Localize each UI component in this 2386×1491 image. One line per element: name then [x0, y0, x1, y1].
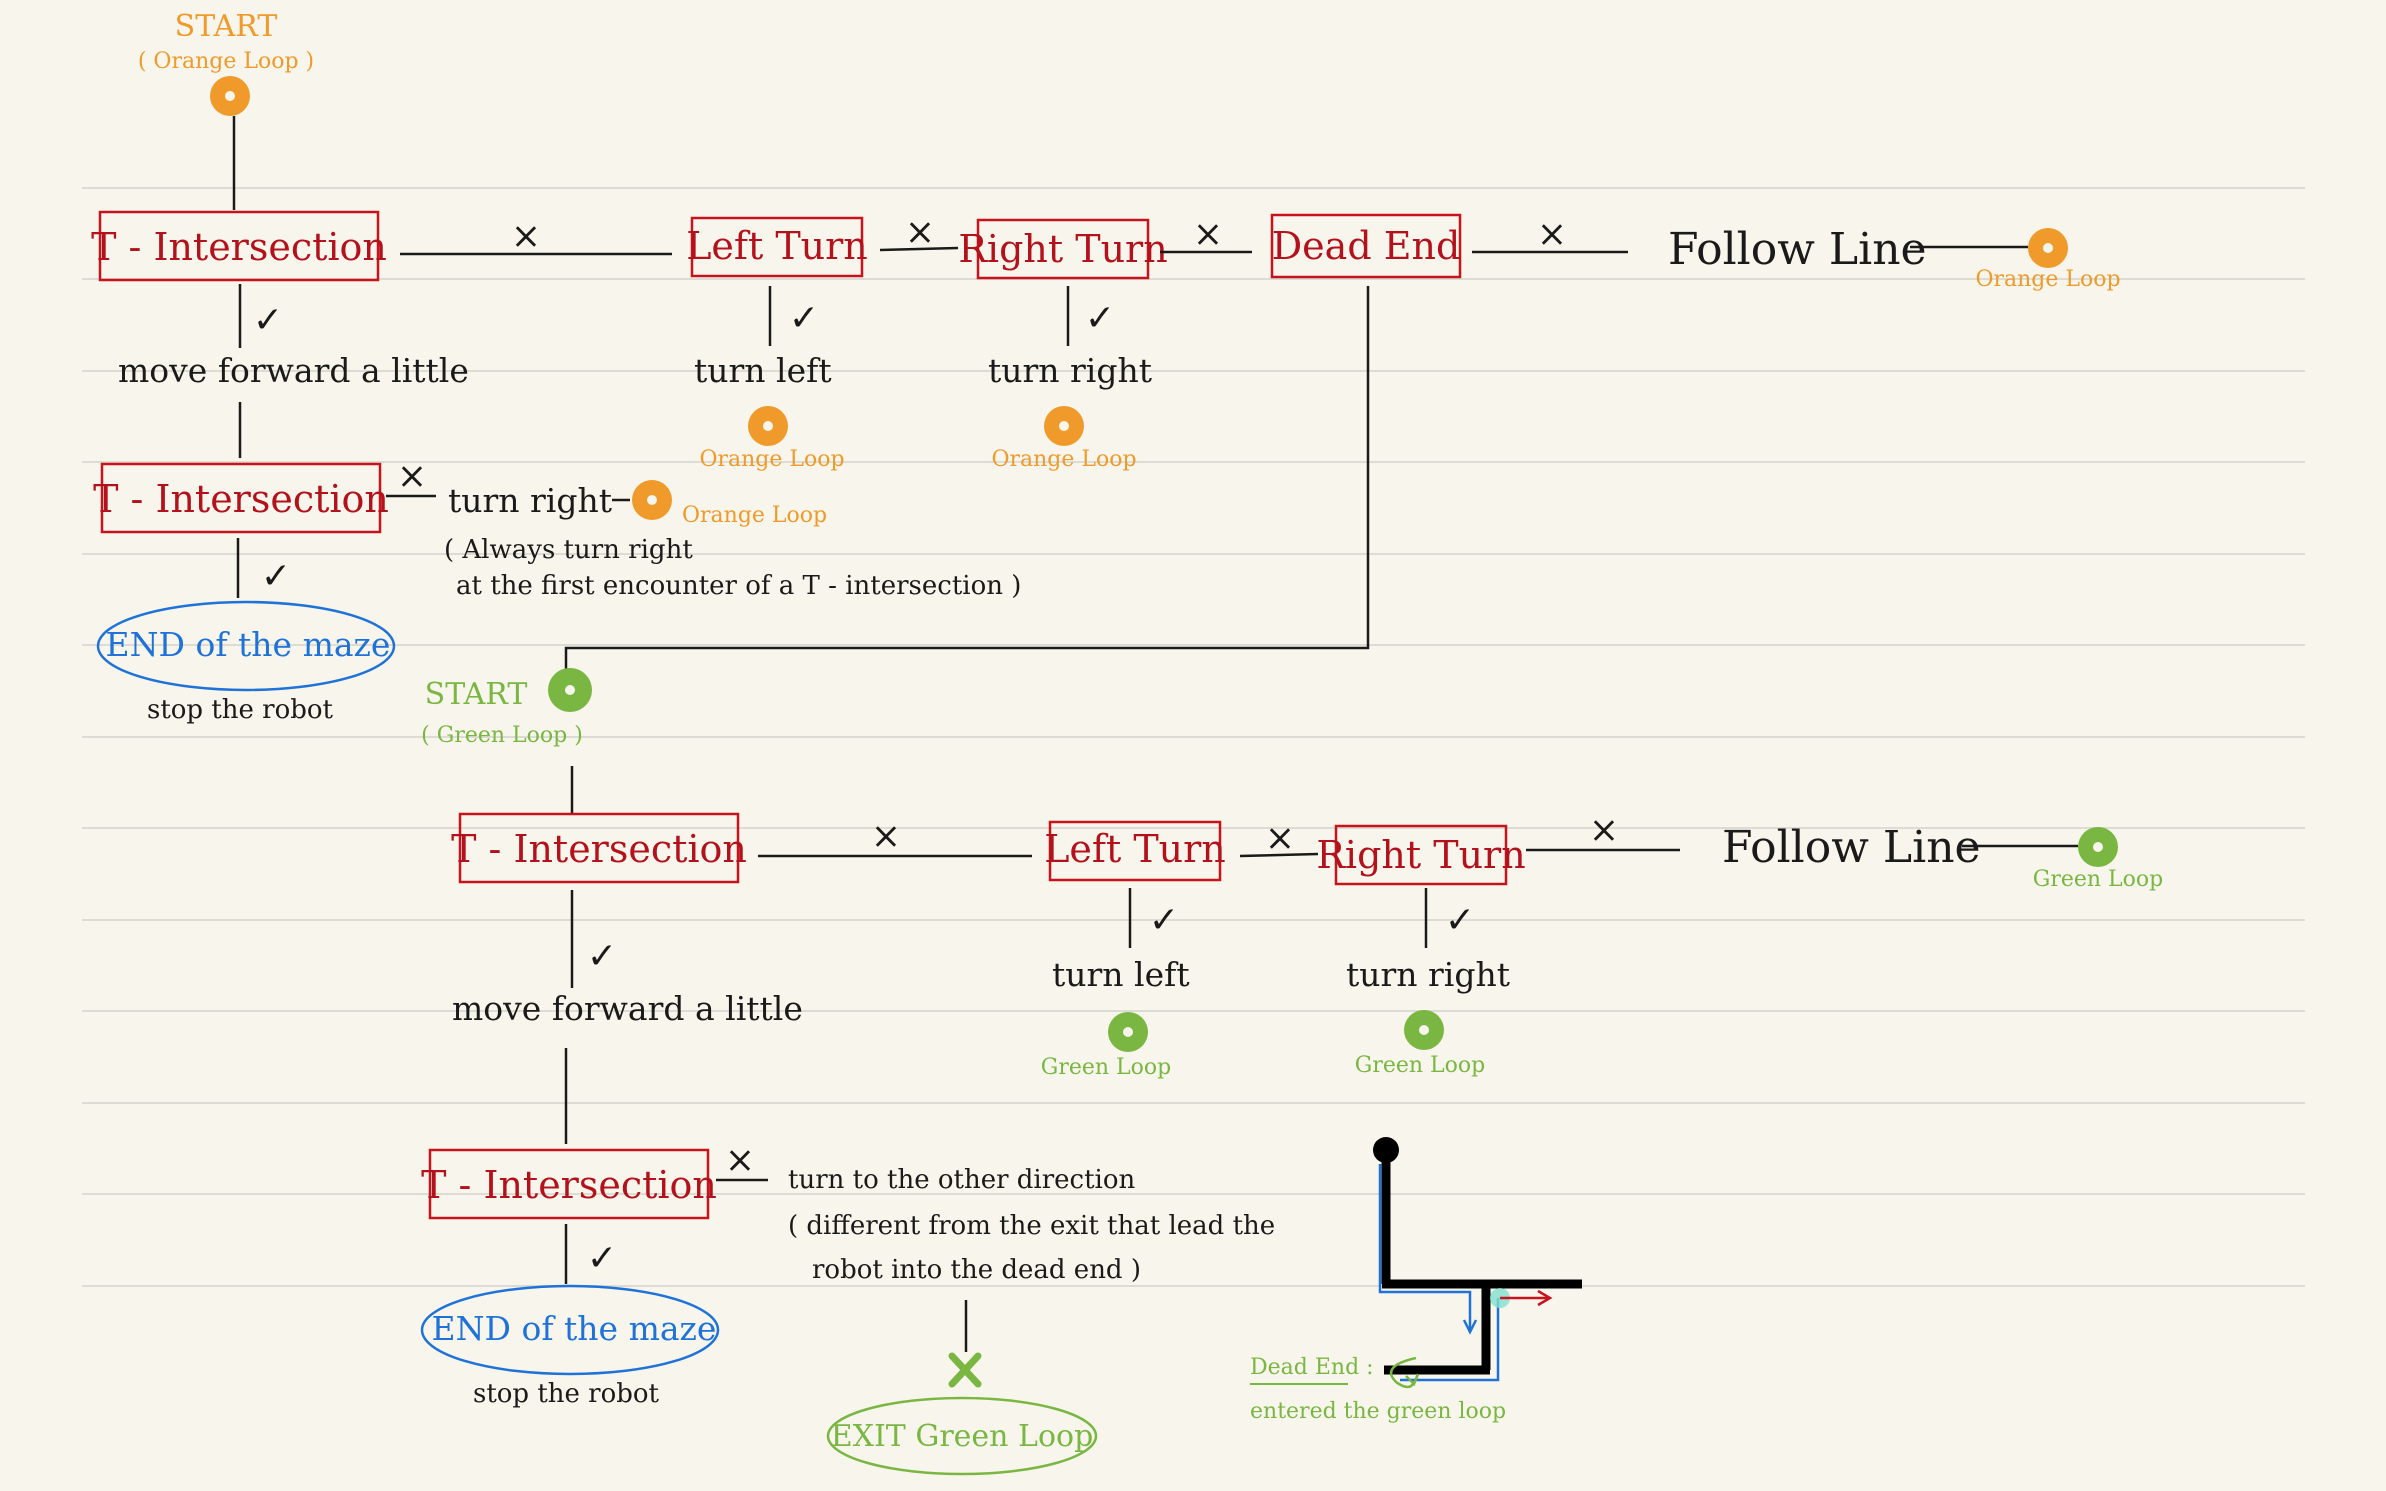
dead-end-note: entered the green loop: [1250, 1399, 1506, 1424]
orange-loop-label: Orange Loop: [991, 447, 1136, 472]
stop-robot-label: stop the robot: [473, 1379, 660, 1409]
no-mark: ×: [1193, 214, 1223, 255]
no-mark: ×: [871, 816, 901, 857]
no-mark: ×: [725, 1140, 755, 1181]
green-loop-label: Green Loop: [2033, 867, 2163, 892]
green-loop-label: Green Loop: [1355, 1053, 1485, 1078]
green-loop-label: Green Loop: [1041, 1055, 1171, 1080]
no-mark: ×: [1589, 810, 1619, 851]
dead-end-box: [1270, 213, 1462, 279]
orange-loop-node: [748, 406, 788, 446]
orange-loop-node: [632, 480, 672, 520]
t-intersection-box: [428, 1148, 710, 1220]
orange-loop-node: [2028, 228, 2068, 268]
yes-mark: ✓: [587, 1238, 617, 1279]
ruled-lines: [82, 187, 2305, 1287]
green-loop-node: [1404, 1010, 1444, 1050]
no-mark: ×: [1265, 818, 1295, 859]
move-forward-label: move forward a little: [452, 989, 803, 1028]
turn-right-label: turn right: [448, 481, 612, 520]
orange-start-node: [210, 76, 250, 116]
yes-mark: ✓: [253, 300, 283, 341]
yes-mark: ✓: [1149, 900, 1179, 941]
left-turn-label: Left Turn: [1044, 827, 1226, 871]
end-of-maze-label: END of the maze: [432, 1309, 717, 1348]
green-loop-node: [1108, 1012, 1148, 1052]
yes-mark: ✓: [1085, 298, 1115, 339]
orange-start-sublabel: ( Orange Loop ): [138, 49, 314, 74]
t-intersection-label: T - Intersection: [91, 225, 387, 269]
t-intersection-box: [458, 812, 740, 884]
other-direction-note: ( different from the exit that lead the: [788, 1211, 1275, 1241]
yes-mark: ✓: [1445, 900, 1475, 941]
right-turn-box: [976, 218, 1150, 280]
orange-loop-label: Orange Loop: [1975, 267, 2120, 292]
t-intersection-box: [98, 210, 380, 282]
no-mark: ×: [511, 216, 541, 257]
turn-left-label: turn left: [1052, 955, 1190, 994]
yes-mark: ✓: [587, 936, 617, 977]
turn-right-label: turn right: [988, 351, 1152, 390]
dead-end-sketch: [1373, 1137, 1582, 1389]
green-start-node: [548, 668, 592, 712]
yes-mark: ✓: [789, 298, 819, 339]
no-mark: ×: [905, 212, 935, 253]
always-turn-right-note: at the first encounter of a T - intersec…: [456, 571, 1021, 601]
yes-mark: ✓: [261, 556, 291, 597]
green-start-sublabel: ( Green Loop ): [421, 723, 583, 748]
other-direction-note: turn to the other direction: [788, 1165, 1136, 1195]
orange-loop-label: Orange Loop: [682, 503, 827, 528]
dead-end-note: Dead End :: [1250, 1355, 1374, 1380]
stop-robot-label: stop the robot: [147, 695, 334, 725]
end-of-maze-label: END of the maze: [106, 625, 391, 664]
right-turn-label: Right Turn: [958, 227, 1167, 271]
left-turn-box: [690, 216, 864, 278]
connector: [879, 246, 959, 252]
t-intersection-label: T - Intersection: [93, 477, 389, 521]
exit-green-loop-ellipse: [826, 1396, 1098, 1476]
follow-line-label: Follow Line: [1722, 822, 1981, 873]
t-intersection-label: T - Intersection: [451, 827, 747, 871]
right-turn-box: [1334, 824, 1508, 886]
orange-loop-label: Orange Loop: [699, 447, 844, 472]
other-direction-note: robot into the dead end ): [812, 1255, 1141, 1285]
no-mark: ×: [397, 456, 427, 497]
turn-right-label: turn right: [1346, 955, 1510, 994]
orange-start-label: START: [175, 9, 278, 44]
green-loop-node: [2078, 827, 2118, 867]
green-x-mark: [948, 1352, 982, 1388]
turn-left-label: turn left: [694, 351, 832, 390]
t-intersection-box: [100, 462, 382, 534]
right-turn-label: Right Turn: [1316, 833, 1525, 877]
dead-end-label: Dead End: [1272, 224, 1461, 268]
left-turn-box: [1048, 820, 1222, 882]
end-of-maze-ellipse: [96, 600, 396, 692]
exit-green-loop-label: EXIT Green Loop: [831, 1419, 1094, 1454]
always-turn-right-note: ( Always turn right: [444, 535, 693, 565]
left-turn-label: Left Turn: [686, 224, 868, 268]
move-forward-label: move forward a little: [118, 351, 469, 390]
dead-end-connector: [564, 286, 1370, 674]
no-mark: ×: [1537, 214, 1567, 255]
green-start-label: START: [425, 677, 528, 712]
connector: [1239, 852, 1319, 858]
t-intersection-label: T - Intersection: [421, 1163, 717, 1207]
orange-loop-node: [1044, 406, 1084, 446]
end-of-maze-ellipse: [420, 1284, 720, 1376]
follow-line-label: Follow Line: [1668, 224, 1927, 275]
